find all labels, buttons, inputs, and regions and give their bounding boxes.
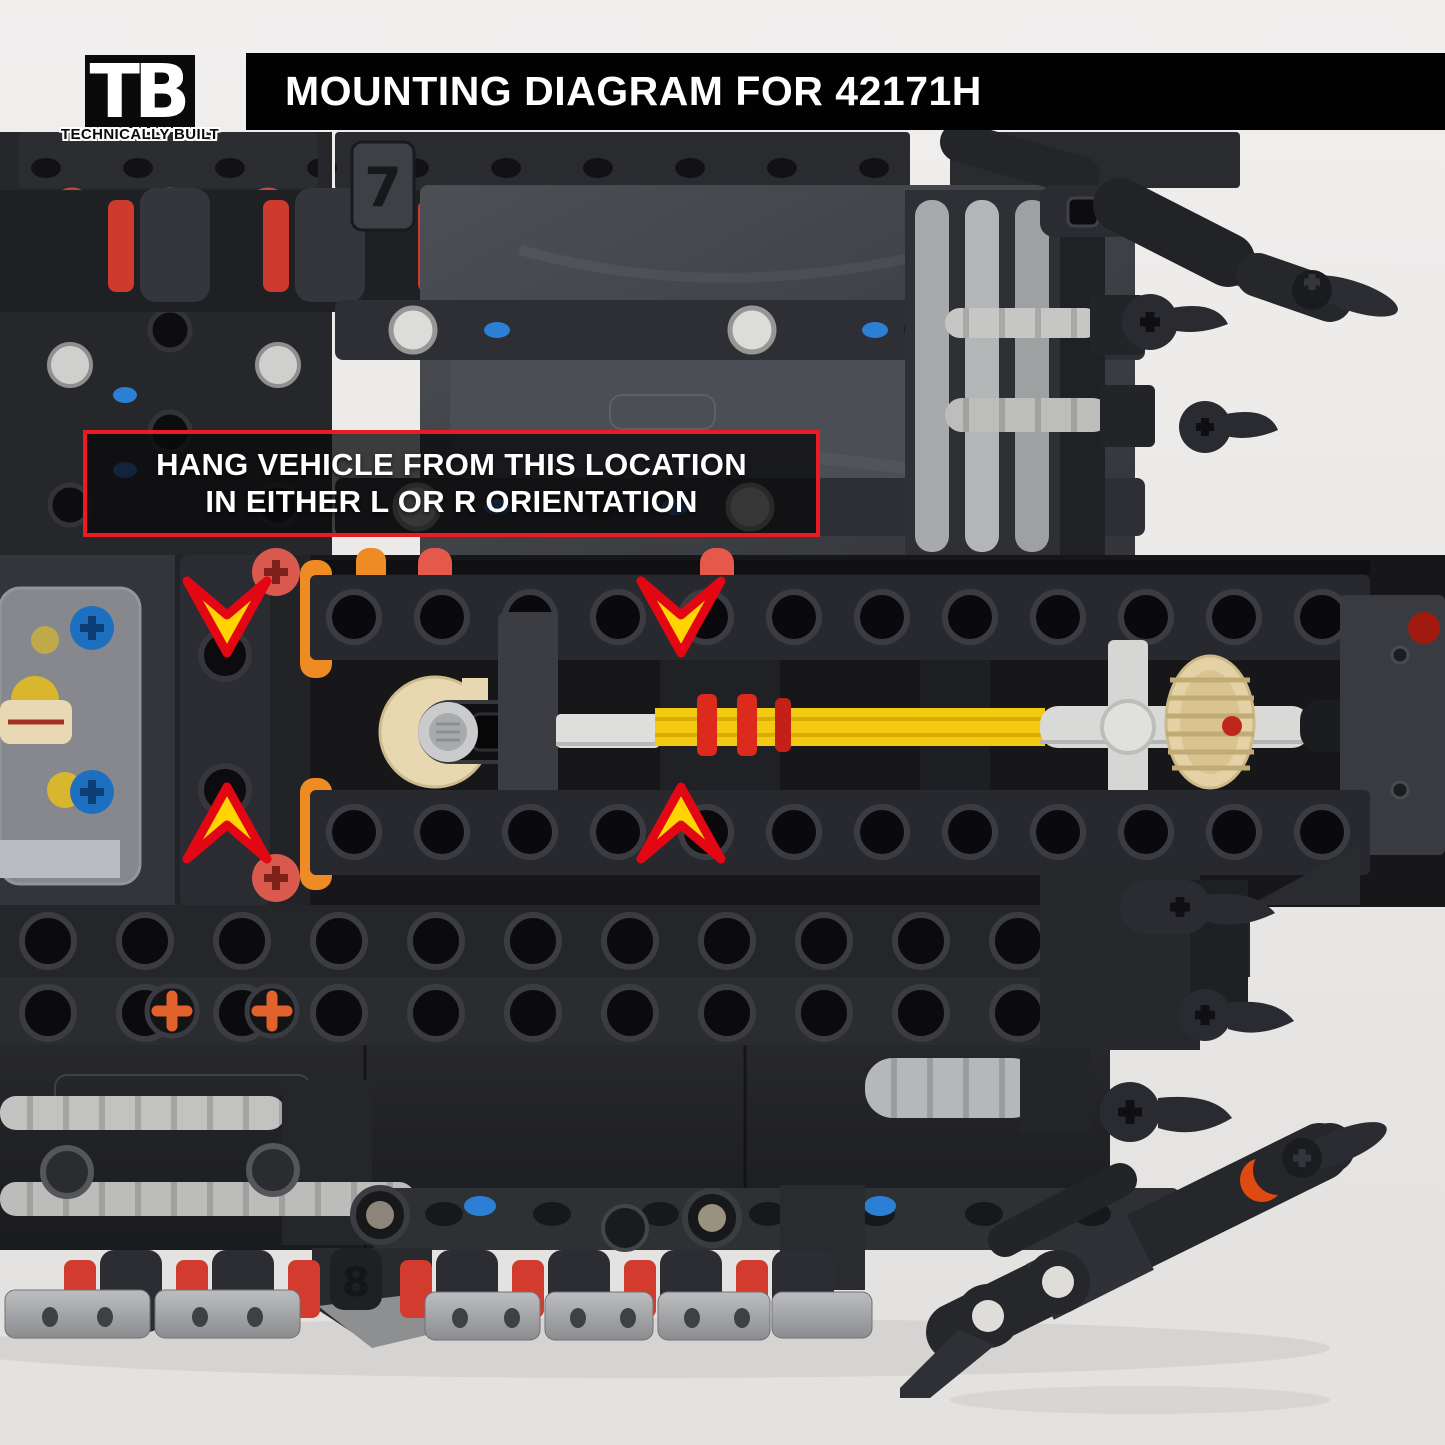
page-title: MOUNTING DIAGRAM FOR 42171H [285,68,982,114]
red-axle-clip [697,694,717,756]
hang-point-arrow-left-up-icon [182,782,272,864]
yellow-axle [655,708,1045,746]
drive-axle-channel [378,595,1445,862]
hang-point-arrow-center-down-icon [636,576,726,658]
hang-location-callout: HANG VEHICLE FROM THIS LOCATION IN EITHE… [83,430,820,537]
suspension-arm-bottom-right [900,1122,1387,1398]
red-axle-clip [775,698,791,752]
lower-body-panels [0,1045,1232,1252]
callout-line-1: HANG VEHICLE FROM THIS LOCATION [156,447,747,482]
bottom-hinge-row: 8 [4,1185,873,1348]
part-number-tile-7: 7 [364,156,402,219]
ball-socket-hook-bottom-right [1100,1082,1232,1142]
red-axle-clip [737,694,757,756]
sloped-beam-end [1250,845,1360,905]
callout-line-2: IN EITHER L OR R ORIENTATION [205,484,698,519]
tan-knob-gear [1164,654,1256,790]
top-hinge-plate-row [335,132,1240,190]
gray-flex-axles-upper-right [905,190,1155,562]
hang-point-arrow-center-up-icon [636,782,726,864]
beam-row-with-orange-pins [0,977,1140,1045]
ball-socket-hook-upper [1122,294,1228,350]
mid-beam-upper [310,575,1370,660]
part-number-tile-8: 8 [342,1260,370,1306]
ball-socket-hook-lower [1179,401,1278,453]
mid-beam-lower [310,790,1370,875]
ball-socket-hook-lower-right [1179,989,1294,1041]
tb-logo-text: TB [89,48,191,135]
tb-logo-tagline: TECHNICALLY BUILT [60,126,220,143]
floor-shadow-right [950,1386,1330,1414]
tb-logo: TB [85,48,195,135]
hang-point-arrow-left-down-icon [182,576,272,658]
hinge-plates-bottom [4,1289,873,1341]
oval-hole-beam [372,1188,1180,1252]
mid-chassis-band [0,548,1445,907]
right-side-blocks [1040,870,1294,1050]
white-driveshaft-left [556,714,660,748]
ball-socket-hook-mid-right [1120,880,1275,934]
title-banner: MOUNTING DIAGRAM FOR 42171H [246,53,1445,130]
shock-absorber-arm-top-right [940,122,1398,453]
